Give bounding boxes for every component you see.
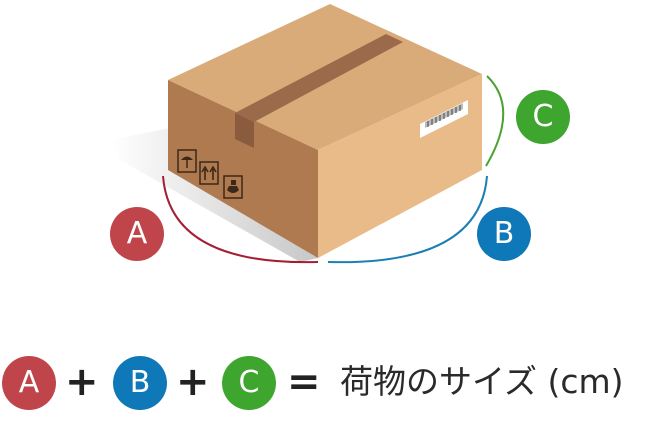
box-tape-front — [235, 113, 254, 148]
formula-badge-b: B — [113, 356, 167, 410]
box-tape-top — [235, 34, 403, 122]
barcode-label-icon — [420, 100, 468, 138]
formula-badge-c: C — [222, 356, 276, 410]
equals-sign: = — [287, 359, 321, 405]
umbrella-icon — [177, 149, 197, 173]
badge-c: C — [516, 90, 570, 144]
formula-badge-a: A — [2, 356, 56, 410]
handle-with-care-icon — [223, 175, 243, 199]
arc-a-length — [162, 175, 319, 264]
arc-b-width — [327, 175, 488, 264]
plus-sign-2: + — [176, 359, 210, 405]
box-left-face — [168, 80, 318, 258]
package-size-label: 荷物のサイズ (cm) — [340, 362, 624, 401]
this-side-up-icon — [199, 161, 219, 185]
badge-b: B — [477, 207, 531, 261]
box-shadow — [110, 128, 318, 262]
plus-sign-1: + — [65, 359, 99, 405]
arc-c-height — [485, 75, 505, 167]
badge-a: A — [110, 207, 164, 261]
